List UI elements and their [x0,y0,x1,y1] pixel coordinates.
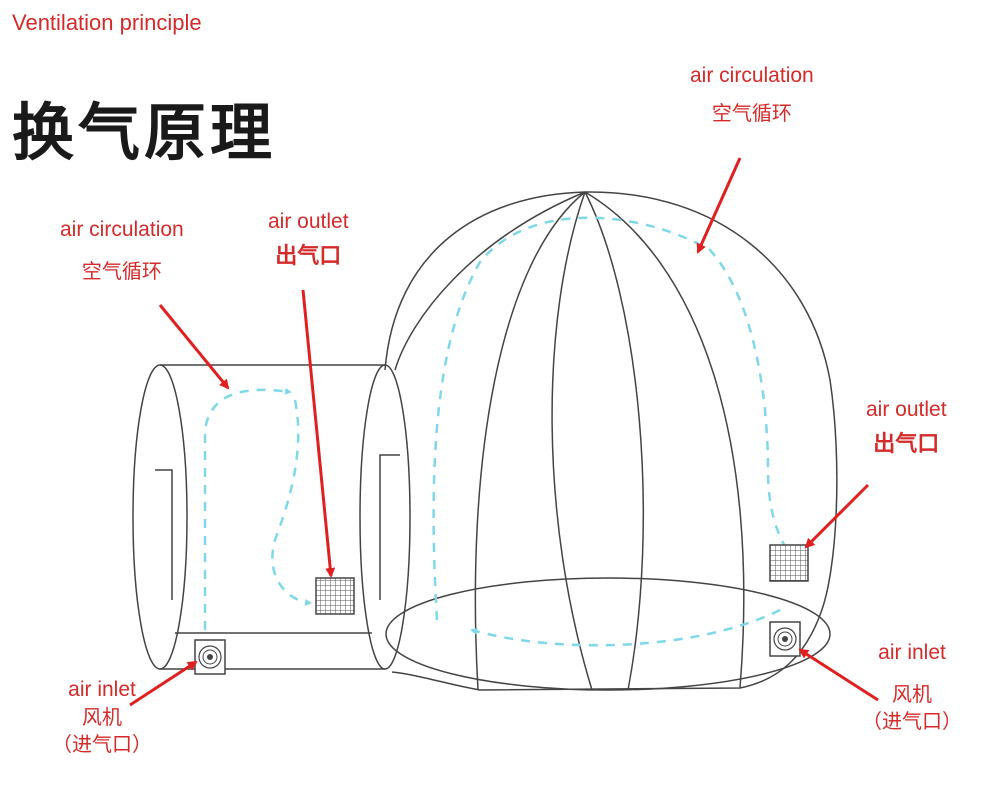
label-left-circulation: air circulation 空气循环 [60,218,184,283]
left-outlet-grille [315,577,355,615]
label-left-inlet: air inlet 风机 （进气口） [52,678,152,756]
dome-rib-1 [474,191,586,691]
vents [194,544,809,675]
label-left-circulation-cn: 空气循环 [81,259,162,284]
label-right-outlet-cn: 出气口 [873,432,940,458]
label-top-circulation-en: air circulation [690,64,814,87]
right-fan-icon [769,621,801,657]
dome-rib-4 [584,191,745,689]
pointer-arrows [129,157,879,707]
dome-outline [384,191,838,691]
dome-rib-2 [551,191,593,691]
arrow-left-outlet [301,289,336,578]
arrow-left-circulation [158,304,230,390]
label-right-outlet-en: air outlet [866,398,947,421]
label-top-circulation: air circulation 空气循环 [690,64,814,125]
label-left-inlet-en: air inlet [68,678,136,701]
airflow-paths [203,216,802,647]
left-fan-icon [194,639,226,675]
airflow-tunnel-left [203,387,292,630]
dome-rib-3 [584,191,644,691]
right-outlet-grille [769,544,809,582]
airflow-tunnel-right [271,399,312,606]
airflow-dome-arc [432,216,802,621]
label-left-inlet-cn2: （进气口） [52,732,152,757]
label-left-outlet-en: air outlet [268,210,349,233]
dome-rib-5 [394,191,586,371]
label-right-inlet-en: air inlet [878,641,946,664]
diagram-title: 换气原理 [12,96,277,169]
dome-structure [384,191,838,691]
label-left-circulation-en: air circulation [60,218,184,241]
arrow-left-inlet [129,660,198,707]
label-right-inlet-cn1: 风机 [892,682,932,707]
tunnel-structure [132,364,411,670]
label-right-inlet-cn2: （进气口） [862,709,962,734]
label-right-outlet: air outlet 出气口 [866,398,947,457]
tunnel-door-right [379,454,400,600]
label-top-circulation-cn: 空气循环 [711,101,792,126]
dome-entrance-ring [385,577,831,691]
label-left-outlet: air outlet 出气口 [268,210,349,269]
arrow-top-circulation [696,157,742,254]
airflow-dome-floor [470,608,781,647]
tunnel-back-ring [359,364,411,670]
label-left-inlet-cn1: 风机 [82,705,122,730]
tunnel-front-ring [132,364,188,670]
arrow-right-inlet [798,648,879,702]
diagram-subtitle: Ventilation principle [12,10,202,35]
label-right-inlet: air inlet 风机 （进气口） [862,641,962,733]
label-left-outlet-cn: 出气口 [275,244,342,270]
tunnel-door-left [155,469,173,600]
arrow-right-outlet [804,483,870,549]
